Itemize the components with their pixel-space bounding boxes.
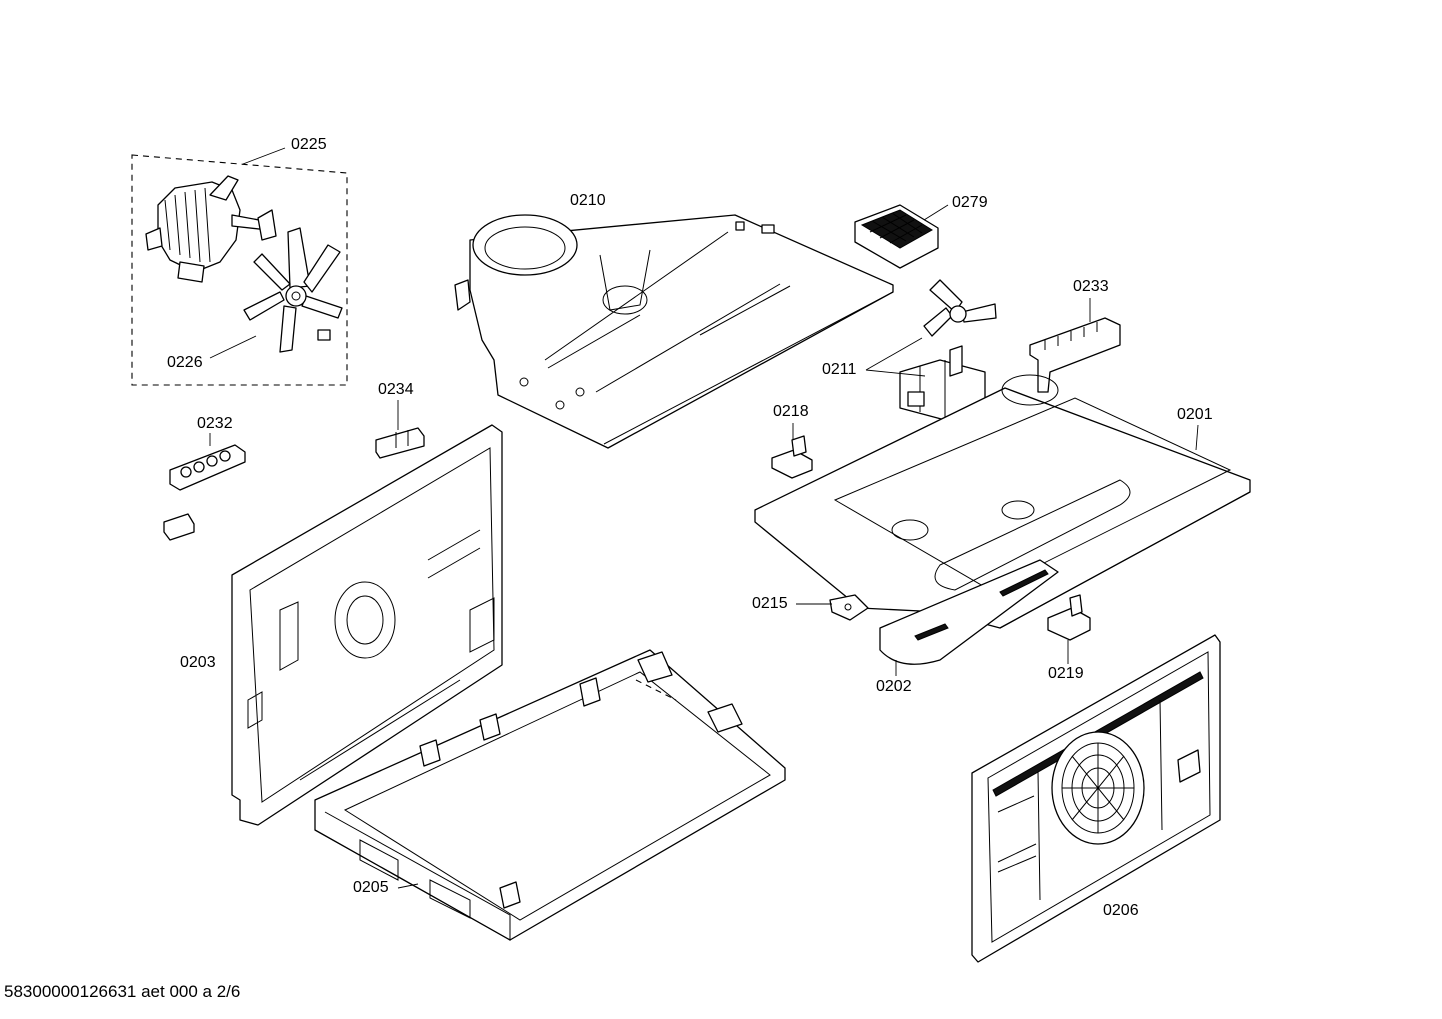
selector-strip-part (163, 444, 246, 541)
leader-0279 (923, 204, 949, 221)
label-0232: 0232 (197, 415, 233, 432)
leader-0201 (1195, 424, 1199, 451)
base-plate-part (754, 374, 1251, 629)
fan-motor-part (145, 175, 277, 283)
label-0219: 0219 (1048, 665, 1084, 682)
label-0218: 0218 (773, 403, 809, 420)
bottom-tray-part (314, 649, 786, 941)
label-0225: 0225 (291, 136, 327, 153)
label-0201: 0201 (1177, 406, 1213, 423)
cover-plate-0202-part (879, 559, 1059, 665)
front-panel-0206-part (971, 634, 1221, 963)
cooling-fan-part (899, 279, 997, 421)
leader-0211 (865, 337, 926, 377)
label-0206: 0206 (1103, 902, 1139, 919)
label-0211: 0211 (822, 361, 857, 378)
leader-0226 (209, 335, 257, 359)
air-duct-plate-part (454, 214, 894, 449)
label-0210: 0210 (570, 192, 606, 209)
label-0215: 0215 (752, 595, 788, 612)
label-0203: 0203 (180, 654, 216, 671)
terminal-strip-part (1029, 317, 1121, 393)
thermostat-0218-part (771, 435, 813, 479)
filter-grid-part (854, 204, 939, 269)
fan-motor-group-box (131, 154, 348, 386)
leader-0205 (397, 883, 419, 889)
label-0279: 0279 (952, 194, 988, 211)
fan-blade-part (243, 227, 343, 353)
rear-wall-panel-part (231, 424, 503, 826)
label-0234: 0234 (378, 381, 414, 398)
thermostat-0219-part (1047, 594, 1091, 641)
label-0226: 0226 (167, 354, 203, 371)
label-0202: 0202 (876, 678, 912, 695)
label-0205: 0205 (353, 879, 389, 896)
bracket-0215-part (829, 594, 869, 621)
switch-0234-part (375, 427, 425, 459)
label-0233: 0233 (1073, 278, 1109, 295)
document-reference-footer: 58300000126631 aet 000 a 2/6 (4, 982, 241, 1001)
leader-0225 (242, 147, 286, 165)
